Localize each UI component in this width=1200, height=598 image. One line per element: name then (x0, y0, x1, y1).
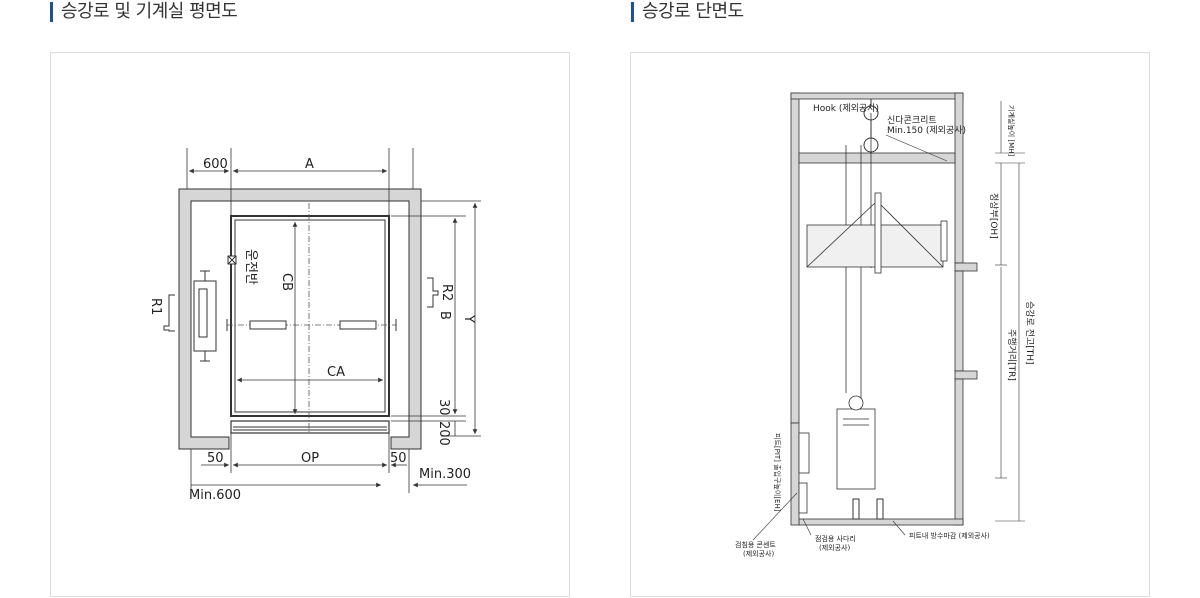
panel-label: 운전반 (243, 249, 258, 285)
plan-title-text: 승강로 및 기계실 평면도 (61, 1, 238, 22)
section-view-title: 승강로 단면도 (631, 0, 744, 24)
plan-diagram-panel: 운전반 600 A CB CA R1 R2 (50, 52, 570, 597)
label-mh: 기계실높이 [MH] (1007, 105, 1016, 156)
label-outlet-1: 검침용 콘센트 (735, 540, 776, 549)
car-outline (230, 215, 390, 417)
car-frame (806, 192, 948, 274)
dim-600: 600 (203, 157, 228, 172)
label-pit-eh: 피트[PIT] 출입구높이[EH] (773, 433, 782, 512)
guide-rail-right (339, 320, 377, 330)
dim-b: B (437, 311, 452, 320)
label-ladder-1: 점검용 사다리 (815, 534, 856, 543)
dim-op: OP (301, 451, 319, 466)
dim-min300: Min.300 (419, 467, 471, 482)
dim-ca: CA (327, 365, 345, 380)
label-concrete-1: 신다콘크리트 (887, 115, 937, 126)
section-drawing: Hook (제외공사) 신다콘크리트 Min.150 (제외공사) 기계실높이 … (735, 92, 1035, 558)
label-hook: Hook (제외공사) (813, 102, 879, 114)
center-lines (227, 203, 396, 433)
dim-r2: R2 (439, 284, 454, 301)
label-outlet-2: (제외공사) (743, 549, 774, 558)
guide-rail-left (249, 320, 287, 330)
plan-section-title: 승강로 및 기계실 평면도 (50, 0, 238, 24)
machine-room-slab (798, 152, 956, 164)
section-diagram-panel: Hook (제외공사) 신다콘크리트 Min.150 (제외공사) 기계실높이 … (630, 52, 1150, 597)
dim-y: Y (461, 314, 476, 323)
door-sill (230, 420, 390, 434)
plan-drawing: 운전반 600 A CB CA R1 R2 (148, 148, 481, 503)
label-th: 승강로 전고[TH] (1024, 301, 1035, 365)
r1-bracket (163, 294, 175, 332)
car-body (836, 395, 876, 490)
operating-panel-icon (227, 255, 237, 265)
buffers (852, 498, 884, 520)
label-ladder-2: (제외공사) (819, 543, 850, 552)
dim-cb: CB (279, 273, 294, 291)
dim-200: 200 (436, 421, 451, 446)
dim-min600: Min.600 (189, 488, 241, 503)
section-title-text: 승강로 단면도 (642, 1, 744, 22)
dim-30: 30 (436, 399, 451, 416)
pit-ladder (798, 432, 810, 514)
label-tr: 주행거리[TR] (1006, 329, 1018, 381)
label-concrete-2: Min.150 (제외공사) (887, 124, 966, 136)
shaft-walls (178, 188, 422, 450)
label-waterproof: 피트내 방수마감 (제외공사) (909, 531, 990, 540)
dim-r1: R1 (148, 298, 163, 315)
dim-50-right: 50 (390, 451, 407, 466)
counterweight (193, 270, 217, 362)
dim-a: A (305, 157, 314, 172)
hoistway-walls (790, 92, 978, 526)
title-accent-bar (50, 2, 53, 22)
title-accent-bar (631, 2, 634, 22)
dim-50-left: 50 (207, 451, 224, 466)
label-oh: 정상부[OH] (988, 193, 999, 239)
r2-bracket (427, 277, 439, 308)
